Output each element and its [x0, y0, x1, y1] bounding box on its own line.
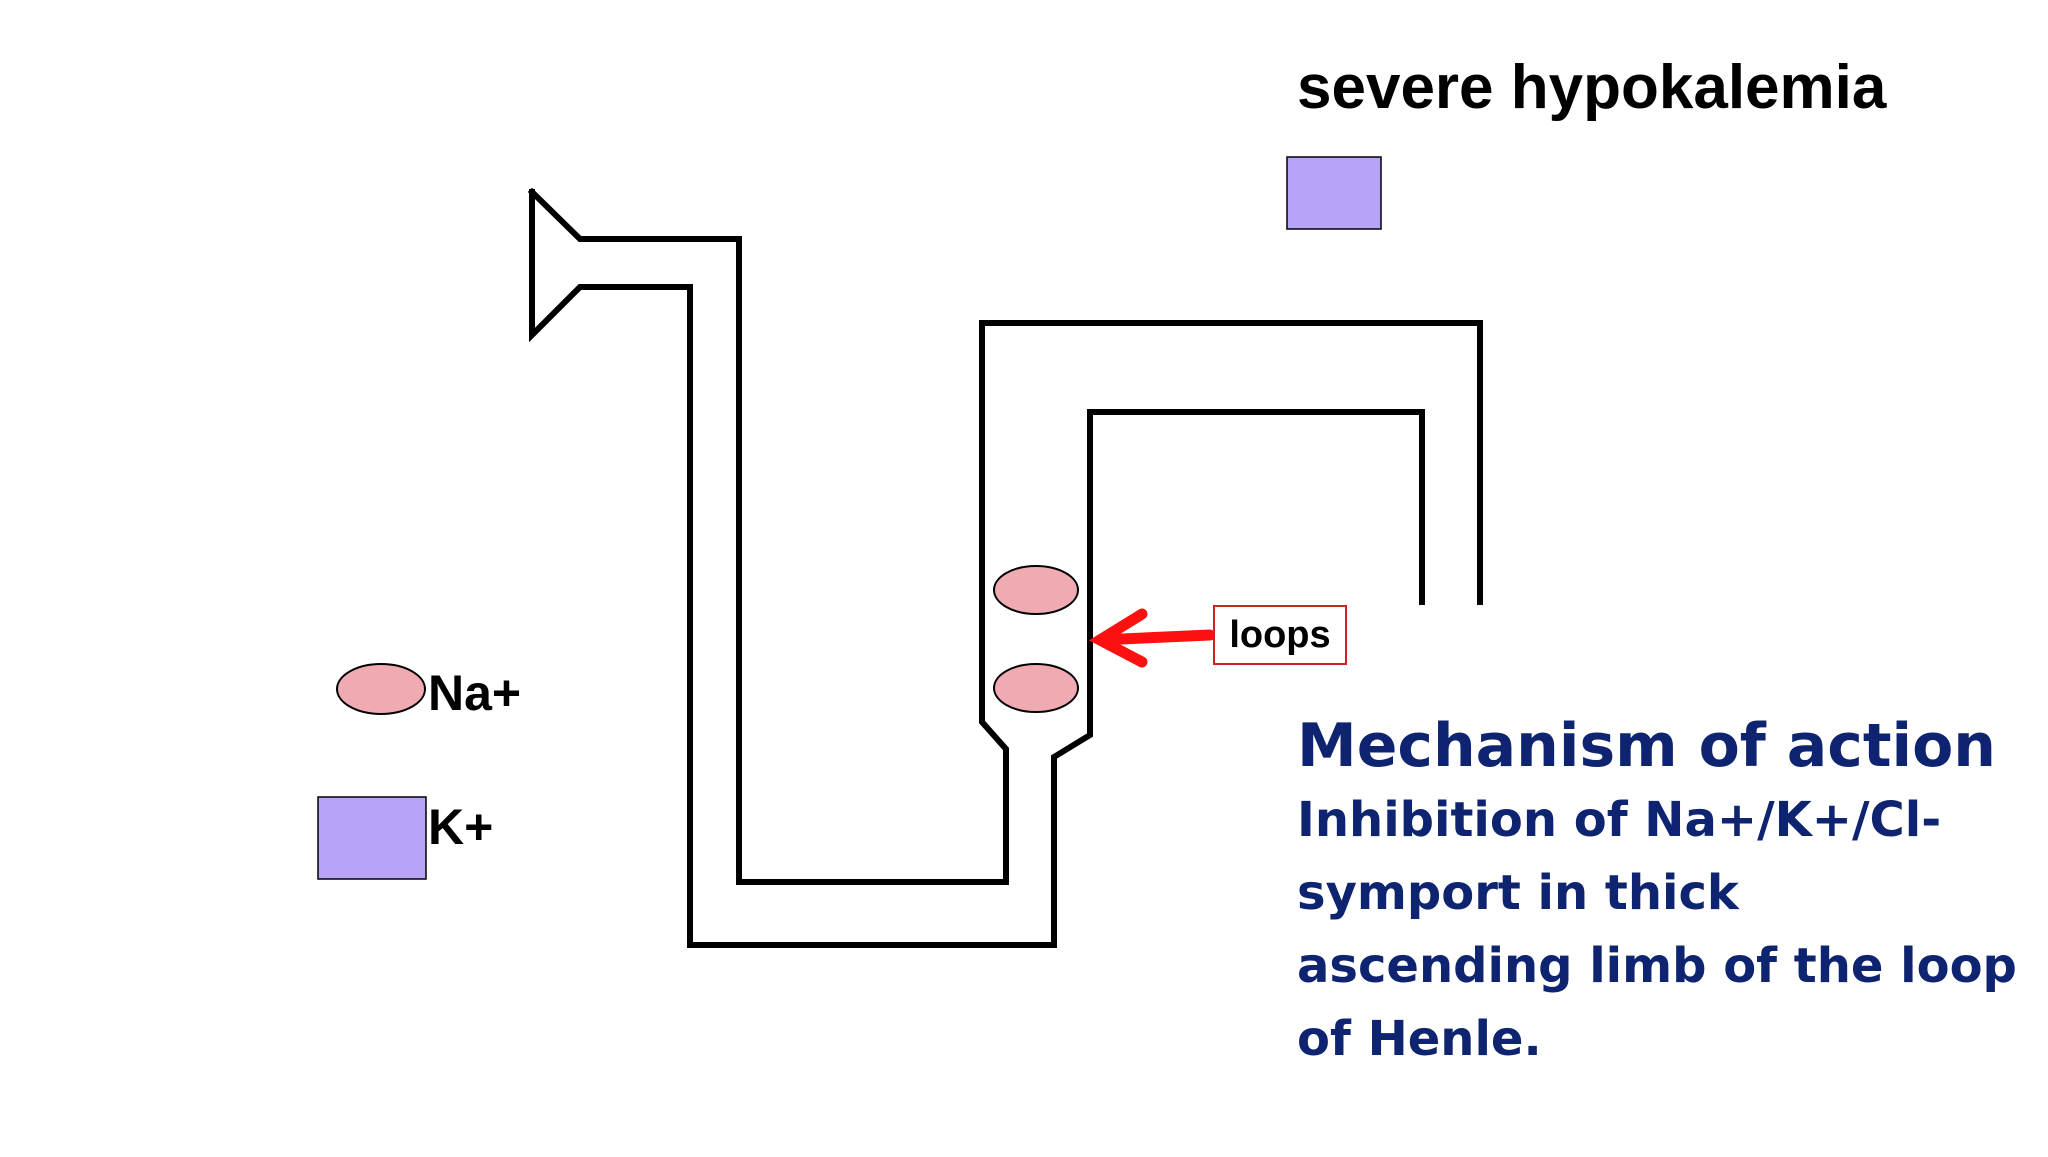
k-legend-symbol — [317, 796, 427, 880]
k-legend-label: K+ — [428, 799, 494, 855]
na-legend-symbol — [336, 663, 426, 715]
loops-callout: loops — [1213, 605, 1347, 665]
mechanism-body: Inhibition of Na+/K+/Cl- symport in thic… — [1297, 792, 2017, 1067]
loops-arrow — [1088, 608, 1216, 668]
k-ion-square — [1286, 156, 1382, 230]
tubule-outer-wall — [527, 187, 1483, 885]
heading-severe-hypokalemia: severe hypokalemia — [1297, 53, 1887, 122]
na-transporter-lower — [993, 663, 1079, 713]
mechanism-text-block: Mechanism of action Inhibition of Na+/K+… — [1297, 708, 2017, 1076]
bowmans-capsule — [529, 189, 1425, 948]
na-legend-label: Na+ — [428, 665, 522, 721]
nephron-tubule — [527, 187, 1483, 948]
mechanism-title: Mechanism of action — [1297, 711, 1997, 781]
na-transporter-upper — [993, 565, 1079, 615]
